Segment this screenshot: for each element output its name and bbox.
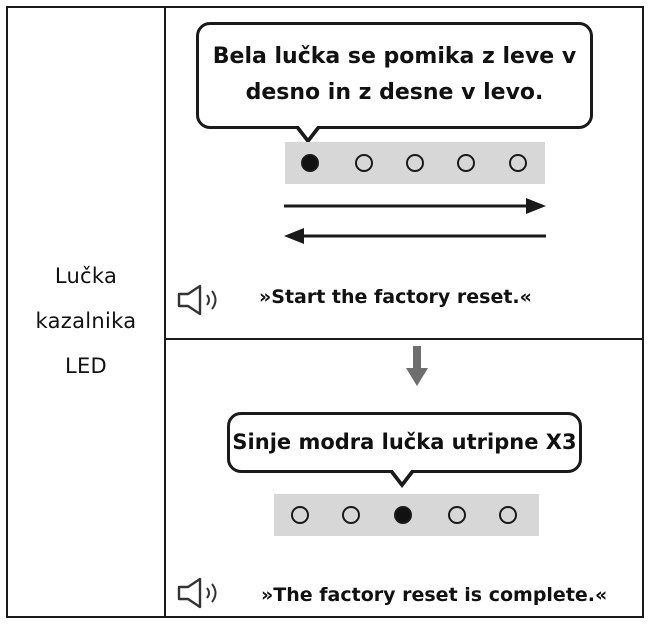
bubble-step1-line1: Bela lučka se pomika z leve v [212,44,577,69]
arrow-left-icon [284,228,546,244]
label-line-2: kazalnika [35,309,137,333]
instruction-table: Lučka kazalnika LED [6,6,644,618]
bubble-tail-fill [298,125,318,138]
arrow-down-icon [406,346,428,386]
bubble-step1-line2: desno in z desne v levo. [245,80,544,105]
led-dot [406,154,424,172]
speech-bubble-step2: Sinje modra lučka utripne X3 [227,412,582,473]
bubble-step2-text: Sinje modra lučka utripne X3 [232,430,577,454]
led-dot [355,154,373,172]
speech-bubble-step1: Bela lučka se pomika z leve v desno in z… [196,22,593,129]
led-dot [509,154,527,172]
led-dot [448,506,466,524]
label-line-1: Lučka [54,264,118,288]
led-indicator-label: Lučka kazalnika LED [8,254,164,389]
led-dot [394,506,412,524]
led-dot [499,506,517,524]
row-divider [164,338,644,340]
led-strip-step2 [274,494,539,536]
column-divider [164,8,166,616]
led-dot [457,154,475,172]
led-dot [291,506,309,524]
led-dot [301,154,319,172]
direction-arrows [284,198,546,244]
led-strip-step1 [285,142,545,184]
arrow-right-icon [284,198,546,214]
led-dot [342,506,360,524]
label-line-3: LED [64,354,108,378]
speaker-icon [177,284,217,316]
bubble-tail-fill [392,469,412,482]
voice-prompt-step2: »The factory reset is complete.« [261,584,608,606]
speaker-icon [177,577,217,609]
voice-prompt-step1: »Start the factory reset.« [259,286,532,308]
